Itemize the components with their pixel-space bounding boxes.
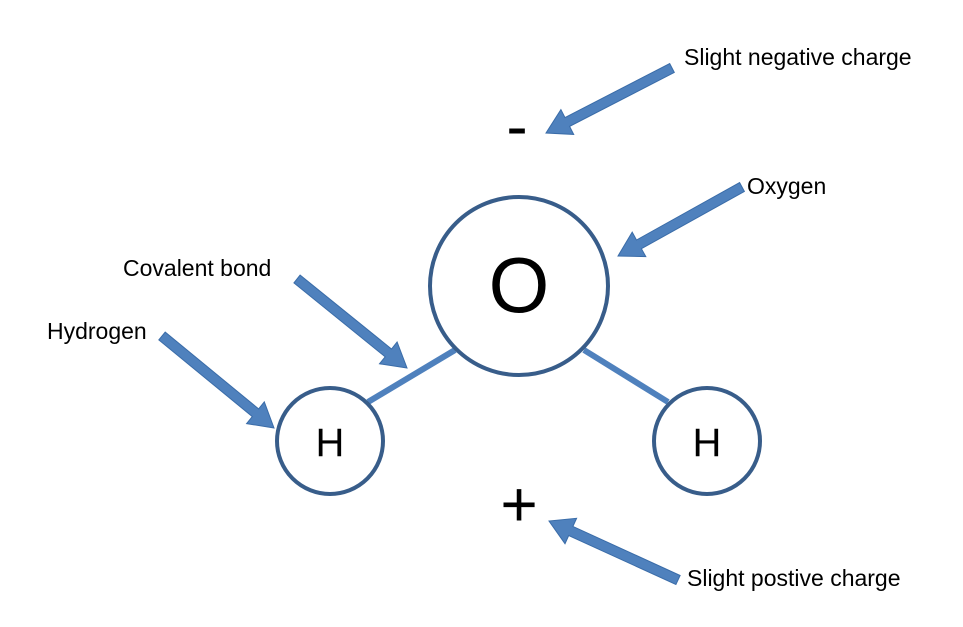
arrow-to-oxygen [617,181,746,258]
arrow-to-hydrogen [158,331,275,429]
arrow-to-covalent-bond [293,274,408,369]
arrow-to-negative-charge [545,62,675,135]
annotation-arrows [158,62,746,586]
label-covalent-bond: Covalent bond [123,255,272,281]
hydrogen-symbol-right: H [693,421,722,465]
negative-charge-sign: - [506,90,527,162]
hydrogen-atom-right [652,386,762,496]
label-slight-positive-charge: Slight postive charge [687,565,901,591]
oxygen-symbol: O [489,241,550,329]
hydrogen-symbol-left: H [316,421,345,465]
bond-left [366,347,457,405]
label-slight-negative-charge: Slight negative charge [684,44,912,70]
oxygen-atom [428,195,610,377]
positive-charge-sign: + [500,468,537,540]
label-hydrogen: Hydrogen [47,318,147,344]
label-oxygen: Oxygen [747,173,827,199]
arrow-to-positive-charge [548,517,681,586]
hydrogen-atom-left [275,386,385,496]
bond-right [582,347,670,405]
